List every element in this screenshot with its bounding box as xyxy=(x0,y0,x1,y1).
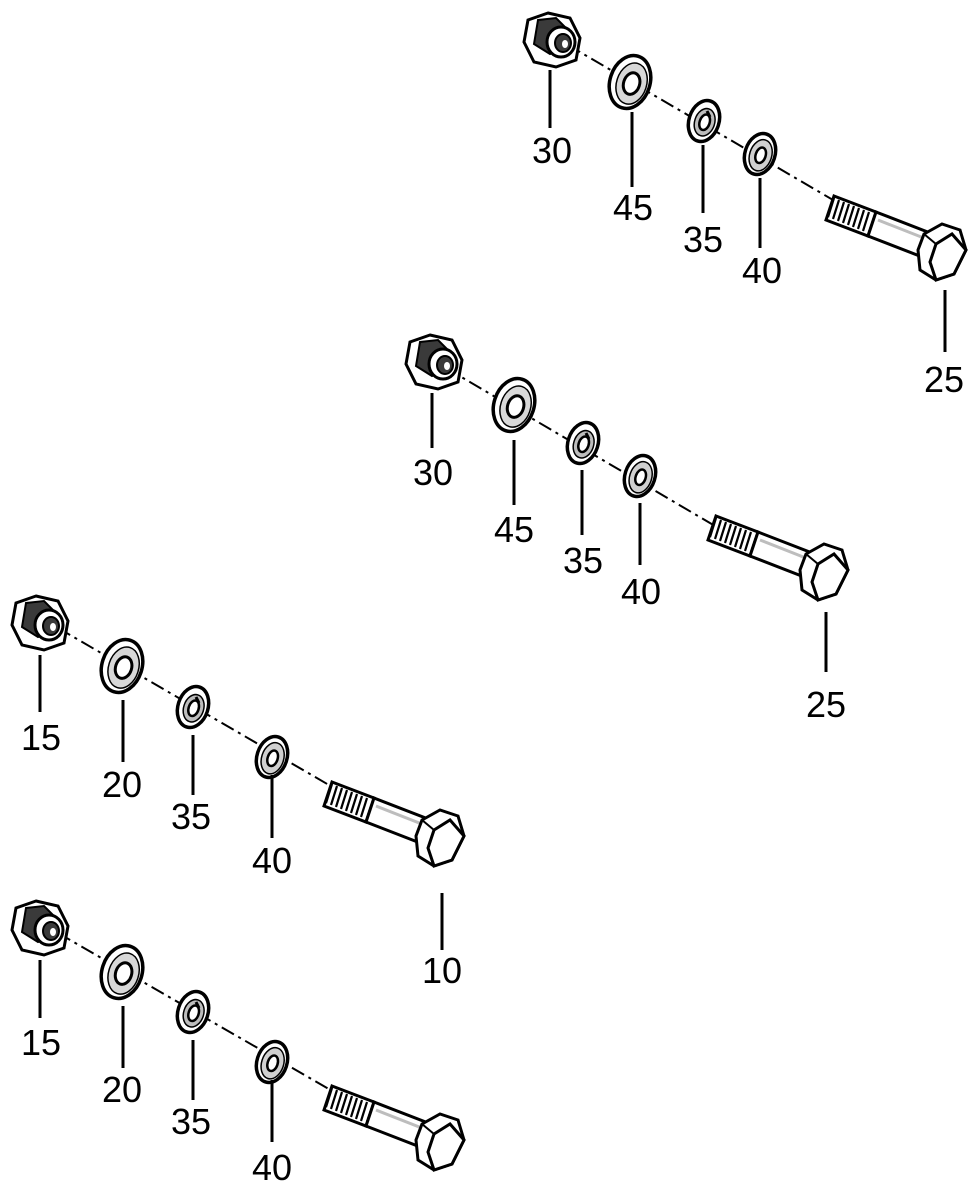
lock-washer[interactable] xyxy=(681,94,727,148)
flat-washer-large[interactable] xyxy=(484,371,544,439)
callout-nut: 15 xyxy=(21,1022,61,1063)
lock-washer[interactable] xyxy=(560,416,606,470)
callout-bolt: 25 xyxy=(924,359,964,400)
flat-washer-large[interactable] xyxy=(92,938,152,1006)
callout-lock-washer: 35 xyxy=(683,219,723,260)
hex-bolt[interactable] xyxy=(322,780,466,868)
callout-bolt: 10 xyxy=(422,950,462,991)
callout-washer-small: 40 xyxy=(742,250,782,291)
hex-nut[interactable] xyxy=(10,594,70,652)
flat-washer-large[interactable] xyxy=(92,632,152,700)
callout-washer-small: 40 xyxy=(252,1147,292,1188)
assembly-middle: 30 45 35 40 25 xyxy=(404,333,850,725)
hex-bolt[interactable] xyxy=(824,194,968,282)
hex-nut[interactable] xyxy=(522,11,582,69)
hex-bolt[interactable] xyxy=(322,1084,466,1172)
flat-washer-small[interactable] xyxy=(249,730,295,784)
flat-washer-small[interactable] xyxy=(737,127,783,181)
callout-washer-large: 20 xyxy=(102,764,142,805)
callout-washer-large: 45 xyxy=(613,187,653,228)
callout-bolt: 25 xyxy=(806,684,846,725)
callout-washer-small: 40 xyxy=(252,840,292,881)
hex-bolt[interactable] xyxy=(706,514,850,602)
hex-nut[interactable] xyxy=(404,333,464,391)
hex-nut[interactable] xyxy=(10,899,70,957)
callout-lock-washer: 35 xyxy=(171,796,211,837)
assembly-top: 30 45 35 40 25 xyxy=(522,11,968,400)
callout-lock-washer: 35 xyxy=(563,540,603,581)
callout-washer-large: 45 xyxy=(494,509,534,550)
callout-washer-large: 20 xyxy=(102,1069,142,1110)
lock-washer[interactable] xyxy=(170,680,216,734)
assembly-bottom: 15 20 35 40 xyxy=(10,899,466,1188)
callout-nut: 30 xyxy=(532,130,572,171)
flat-washer-small[interactable] xyxy=(249,1035,295,1089)
callout-nut: 30 xyxy=(413,452,453,493)
flat-washer-small[interactable] xyxy=(617,449,663,503)
flat-washer-large[interactable] xyxy=(600,48,660,116)
lock-washer[interactable] xyxy=(170,985,216,1039)
callout-washer-small: 40 xyxy=(621,571,661,612)
assembly-lower: 15 20 35 40 10 xyxy=(10,594,466,991)
callout-nut: 15 xyxy=(21,717,61,758)
callout-lock-washer: 35 xyxy=(171,1101,211,1142)
